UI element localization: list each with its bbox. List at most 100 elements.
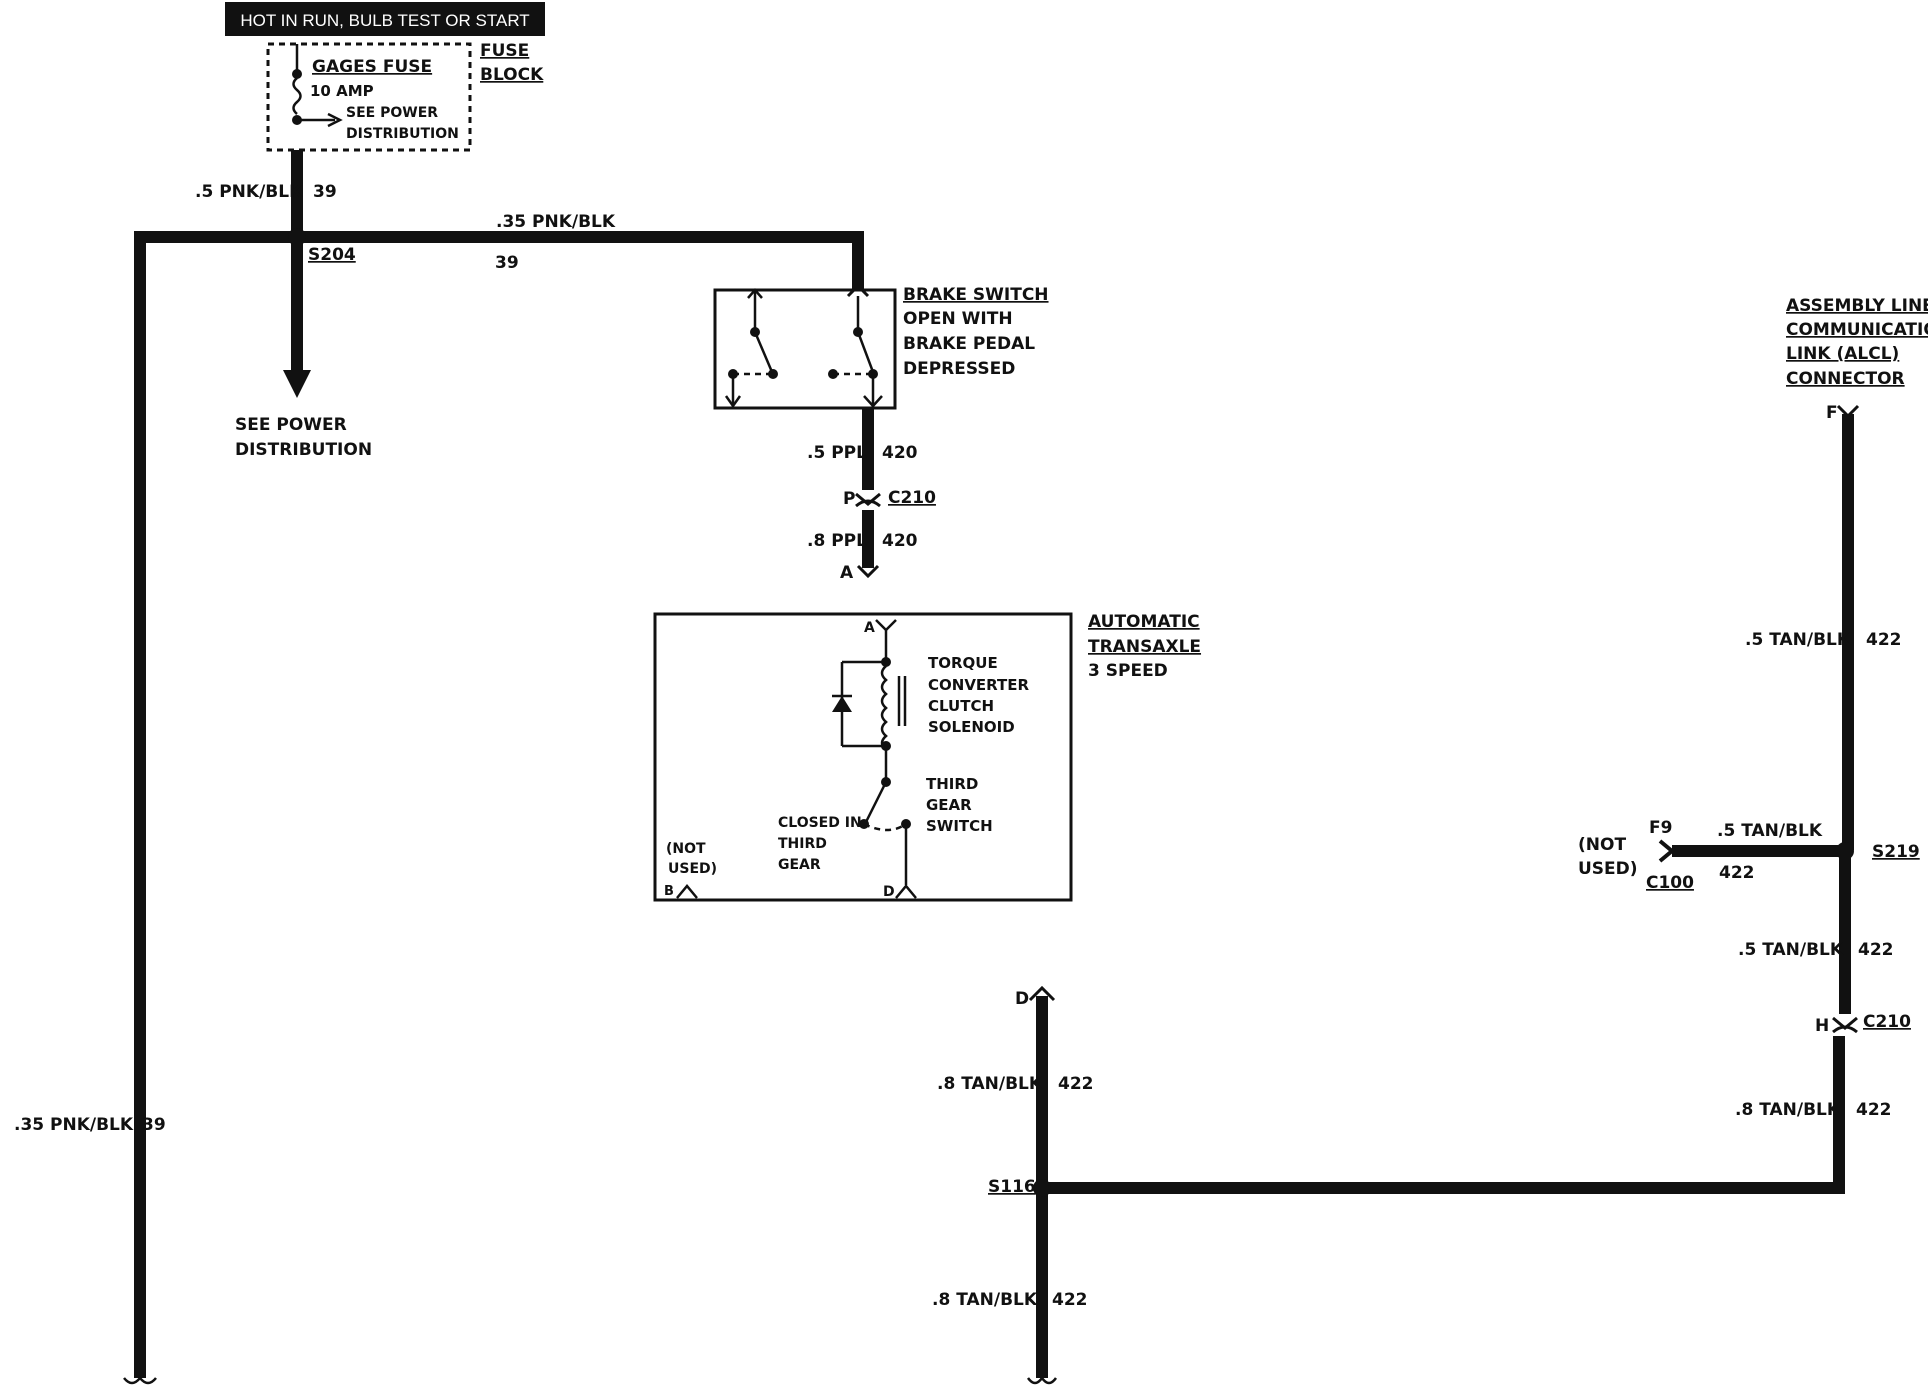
w3-num: 420: [882, 443, 918, 463]
tx-not-used-1: (NOT: [666, 841, 706, 857]
c100-symbol: [1658, 839, 1676, 863]
wire-422-to-s116: [1042, 1036, 1845, 1194]
w1-num: 39: [313, 182, 337, 202]
c210-pin-a: A: [840, 563, 854, 583]
w9-label: .8 TAN/BLK: [1735, 1100, 1841, 1120]
c210b-pin-h: H: [1815, 1016, 1829, 1036]
w1-label: .5 PNK/BLK: [195, 182, 303, 202]
tx-tcc-1: TORQUE: [928, 654, 998, 672]
splice-s204: S204: [308, 245, 356, 265]
tx-pin-d-sym: [895, 884, 917, 899]
w3-label: .5 PPL: [807, 443, 867, 463]
c100-label: C100: [1646, 873, 1694, 893]
brake-switch-line3: BRAKE PEDAL: [903, 334, 1035, 354]
w11-num: 422: [1052, 1290, 1088, 1310]
tx-solenoid-coil-icon: [880, 665, 888, 751]
tx-not-used-2: USED): [668, 861, 717, 877]
brake-switch-line4: DEPRESSED: [903, 359, 1015, 379]
tx-switch-dash: [863, 822, 907, 832]
tx-title-2: TRANSAXLE: [1088, 637, 1201, 657]
c210b-label: C210: [1863, 1012, 1911, 1032]
tx-diode-icon: [832, 696, 852, 712]
w11-label: .8 TAN/BLK: [932, 1290, 1038, 1310]
c210-pin-p: P: [843, 489, 855, 509]
bs-blade-left: [753, 331, 774, 373]
w10-num: 422: [1058, 1074, 1094, 1094]
w8-label: .5 TAN/BLK: [1738, 940, 1844, 960]
w6-num: 422: [1866, 630, 1902, 650]
splice-s219: S219: [1872, 842, 1920, 862]
tx-pin-b: B: [664, 884, 674, 899]
tx-closed-2: THIRD: [778, 836, 827, 852]
tx-tcc-3: CLUTCH: [928, 697, 994, 715]
tx-tcc-4: SOLENOID: [928, 718, 1015, 736]
tx-title-3: 3 SPEED: [1088, 661, 1168, 681]
bs-arrowhead-r-bottom: [863, 395, 883, 408]
fuse-name: GAGES FUSE: [312, 57, 432, 77]
fuse-block-line1: FUSE: [480, 41, 529, 61]
c100-pin: F9: [1649, 818, 1672, 838]
d-pin: D: [1015, 989, 1029, 1009]
w10-label: .8 TAN/BLK: [937, 1074, 1043, 1094]
bs-arrowhead-l-bottom: [724, 395, 742, 409]
see-power-arrow: [283, 370, 311, 398]
w7-num: 422: [1719, 863, 1755, 883]
fuse-block-line2: BLOCK: [480, 65, 544, 85]
tx-pin-a: A: [864, 620, 875, 636]
not-used-right-1: (NOT: [1578, 835, 1626, 855]
brake-switch-line1: BRAKE SWITCH: [903, 285, 1049, 305]
w5-label: .35 PNK/BLK: [14, 1115, 134, 1135]
w7-label: .5 TAN/BLK: [1717, 821, 1823, 841]
fuse-see-line2: DISTRIBUTION: [346, 126, 459, 142]
c210-upper-symbol: [855, 492, 881, 508]
alcl-line1: ASSEMBLY LINE: [1786, 296, 1928, 316]
see-power-line2: DISTRIBUTION: [235, 440, 372, 460]
alcl-line4: CONNECTOR: [1786, 369, 1905, 389]
left-wire-end: [123, 1376, 157, 1385]
tx-closed-1: CLOSED IN: [778, 815, 862, 831]
tx-title-1: AUTOMATIC: [1088, 612, 1200, 632]
brake-switch-terminal-top: [846, 283, 870, 298]
w5-num: 39: [142, 1115, 166, 1135]
w6-label: .5 TAN/BLK: [1745, 630, 1851, 650]
fuse-branch-arrow: [327, 112, 343, 128]
header-banner: [225, 2, 545, 36]
fuse-see-line1: SEE POWER: [346, 105, 438, 121]
w9-num: 422: [1856, 1100, 1892, 1120]
tx-tgs-3: SWITCH: [926, 817, 993, 835]
bs-blade-right: [856, 331, 875, 373]
s116-wire-end: [1026, 1375, 1058, 1385]
alcl-pin-f: F: [1826, 403, 1838, 423]
w8-num: 422: [1858, 940, 1894, 960]
see-power-line1: SEE POWER: [235, 415, 347, 435]
fuse-element: [292, 77, 302, 115]
splice-s116-dot: [1033, 1179, 1051, 1197]
tx-pin-b-sym: [676, 884, 698, 899]
splice-s116: S116: [988, 1177, 1036, 1197]
w4-label: .8 PPL: [807, 531, 867, 551]
tx-pin-d: D: [883, 884, 895, 900]
bs-arrowhead-l-top: [747, 288, 763, 299]
not-used-right-2: USED): [1578, 859, 1638, 879]
tx-tgs-2: GEAR: [926, 796, 972, 814]
w2-num: 39: [495, 253, 519, 273]
wire-39-bus: [134, 231, 864, 1378]
transaxle-box: [653, 612, 1073, 902]
c210-a-arrow: [856, 564, 880, 579]
header-text: HOT IN RUN, BULB TEST OR START: [240, 11, 529, 30]
tx-tgs-1: THIRD: [926, 775, 978, 793]
c210b-symbol: [1832, 1016, 1858, 1034]
alcl-line2: COMMUNICATION: [1786, 320, 1928, 340]
w4-num: 420: [882, 531, 918, 551]
fuse-node-top: [292, 69, 302, 79]
bs-node-2: [768, 369, 778, 379]
fuse-block-box: [266, 42, 472, 152]
c210-upper-label: C210: [888, 488, 936, 508]
tx-switch-blade: [864, 781, 888, 823]
brake-switch-line2: OPEN WITH: [903, 309, 1013, 329]
fuse-rating: 10 AMP: [310, 82, 374, 100]
brake-switch-box: [713, 288, 897, 410]
tx-tcc-2: CONVERTER: [928, 676, 1030, 694]
d-pin-arrow: [1028, 985, 1056, 1002]
